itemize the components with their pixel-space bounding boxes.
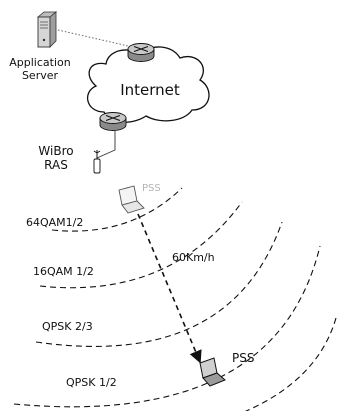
pss-start-label: PSS xyxy=(142,183,161,194)
ras-label-line1: WiBro xyxy=(38,144,73,158)
zone-label-qpsk12: QPSK 1/2 xyxy=(66,376,117,389)
coverage-arc-outer xyxy=(244,317,337,411)
server-icon xyxy=(36,11,58,48)
zone-label-qpsk23: QPSK 2/3 xyxy=(42,320,93,333)
laptop-icon xyxy=(199,357,226,387)
router-icon xyxy=(99,112,127,131)
app-server-label-line2: Server xyxy=(22,69,59,82)
router-icon xyxy=(127,43,155,62)
pss-end-label: PSS xyxy=(232,351,254,365)
speed-label: 60Km/h xyxy=(172,251,215,264)
coverage-arc-qpsk23 xyxy=(35,221,283,348)
antenna-icon xyxy=(93,150,101,174)
coverage-arc-16qam xyxy=(39,201,243,289)
internet-label: Internet xyxy=(120,81,180,99)
laptop-icon xyxy=(118,185,145,214)
zone-label-16qam: 16QAM 1/2 xyxy=(33,265,94,278)
movement-arrow xyxy=(137,213,202,364)
app-server-label-line1: Application xyxy=(9,56,70,69)
server-router-link xyxy=(57,29,129,47)
coverage-arc-64qam xyxy=(51,187,183,232)
router-antenna-link xyxy=(96,131,116,159)
zone-label-64qam: 64QAM1/2 xyxy=(26,216,83,229)
ras-label-line2: RAS xyxy=(44,158,68,172)
